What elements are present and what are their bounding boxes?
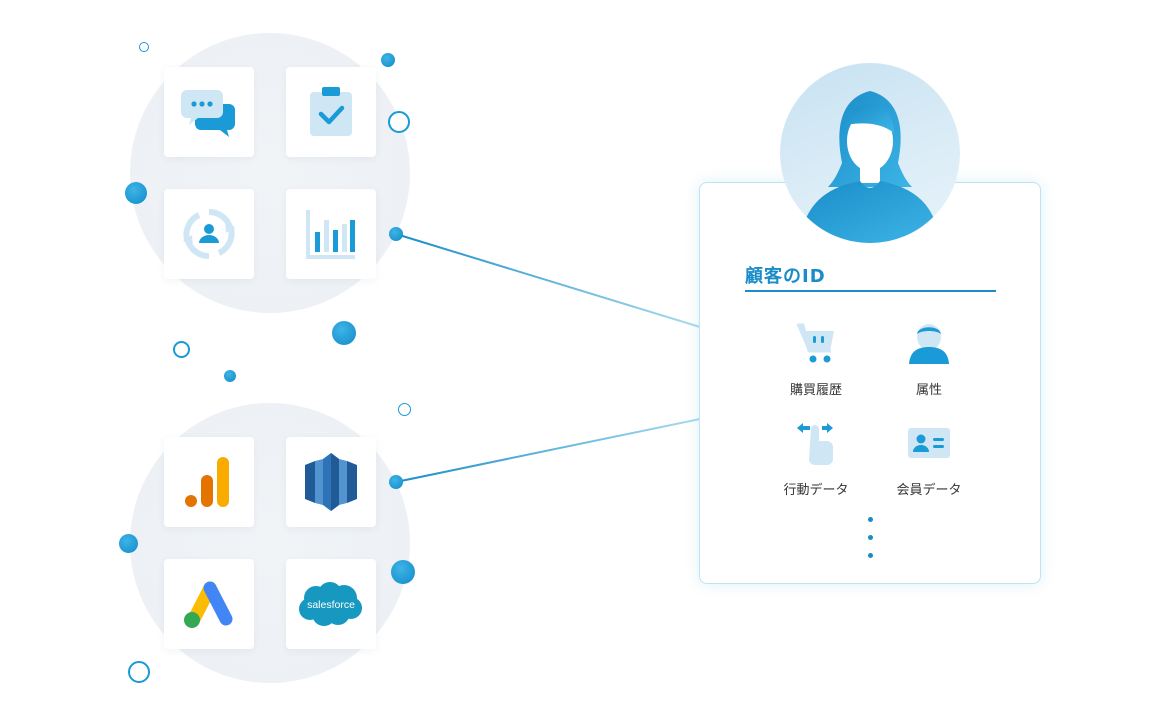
salesforce-wordmark: salesforce: [307, 599, 355, 611]
salesforce-tile: salesforce: [286, 559, 376, 649]
clipboard-tile: [286, 67, 376, 157]
google-analytics-icon: [185, 457, 229, 507]
decor-dot: [224, 370, 236, 382]
decor-dot: [381, 53, 395, 67]
customer-avatar: [780, 63, 960, 243]
clipboard-check-icon: [310, 87, 352, 136]
google-analytics-tile: [164, 437, 254, 527]
person-icon: [909, 324, 949, 364]
salesforce-icon: salesforce: [299, 582, 362, 626]
decor-ring-dot: [388, 111, 410, 133]
user-sync-icon: [183, 208, 235, 260]
attribute-label-demographics: 属性: [915, 383, 942, 398]
connector-line-bottom: [395, 418, 701, 483]
member-card-icon: [908, 428, 950, 458]
decor-dot: [389, 475, 403, 489]
chat-bubbles-icon: [181, 90, 235, 137]
ellipsis-dot: [868, 535, 873, 540]
amazon-redshift-tile: [286, 437, 376, 527]
decor-ring-dot: [173, 341, 190, 358]
attribute-label-member-data: 会員データ: [896, 483, 962, 498]
decor-ring-dot: [128, 661, 150, 683]
decor-dot: [125, 182, 147, 204]
connector-line-top: [395, 233, 701, 328]
shopping-cart-icon: [797, 323, 834, 363]
ellipsis-dot: [868, 553, 873, 558]
attribute-label-behavior-data: 行動データ: [783, 483, 849, 498]
attribute-label-purchase-history: 購買履歴: [789, 383, 842, 398]
person-silhouette-icon: [800, 91, 940, 243]
bar-chart-icon: [306, 210, 355, 259]
decor-dot: [332, 321, 356, 345]
ellipsis-dot: [868, 517, 873, 522]
google-ads-tile: [164, 559, 254, 649]
decor-ring-dot: [139, 42, 149, 52]
title-underline: [745, 290, 996, 292]
chat-tile: [164, 67, 254, 157]
amazon-redshift-icon: [305, 453, 357, 511]
decor-dot: [119, 534, 138, 553]
card-title: 顧客のID: [745, 266, 826, 287]
decor-ring-dot: [398, 403, 411, 416]
decor-dot: [389, 227, 403, 241]
user-sync-tile: [164, 189, 254, 279]
google-ads-icon: [184, 581, 233, 628]
bar-chart-tile: [286, 189, 376, 279]
decor-dot: [391, 560, 415, 584]
touch-swipe-icon: [797, 423, 833, 465]
